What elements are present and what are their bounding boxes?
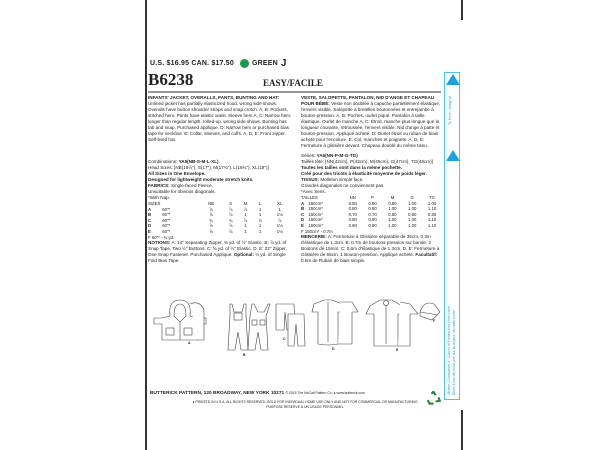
rights-notice: ● PRINTED IN U.S.A. ALL RIGHTS RESERVED.…: [192, 400, 418, 409]
difficulty: EASY/FACILE: [263, 78, 323, 88]
publisher-line: BUTTERICK PATTERN, 120 BROADWAY, NEW YOR…: [150, 391, 365, 396]
gauge-stretch: Stretch (Crosswise) 4" (10cm) of Folded …: [447, 305, 451, 395]
bunting-d-illustration: [311, 299, 359, 346]
arrow-up-icon: [446, 150, 460, 161]
stretch-gauge: To Here / Jusqu'ici Stretch (Crosswise) …: [444, 72, 460, 400]
label-b: B: [243, 353, 246, 357]
gauge-to-here: To Here / Jusqu'ici: [448, 95, 452, 125]
color-dot-icon: [239, 59, 249, 68]
gauge-stretch-fr: Étirer 10cm de tricot plié sur la largeu…: [452, 310, 456, 395]
page-border-left: [145, 0, 147, 450]
header-rule: [148, 91, 441, 93]
page-border-right-bottom: [461, 410, 463, 450]
bunting-e-illustration: [365, 299, 419, 347]
french-column: VESTE, SALOPETTE, PANTALON, NID D'ANGE E…: [301, 95, 442, 264]
color-label: GREEN: [251, 60, 278, 67]
code-letter: J: [280, 58, 287, 69]
label-c: C: [283, 337, 286, 341]
pattern-number: B6238: [148, 70, 194, 89]
table-row: F 60"* - ¾ yd.: [148, 234, 175, 240]
pants-c-illustration: [275, 303, 306, 347]
description-fr: VESTE, SALOPETTE, PANTALON, NID D'ANGE E…: [301, 95, 441, 148]
overalls-b-illustration: [227, 303, 271, 351]
label-a: A: [188, 341, 191, 345]
label-e: E: [396, 348, 399, 352]
label-f: F: [433, 319, 436, 323]
garment-illustrations: A B C D E F: [153, 299, 441, 357]
arrow-up-icon: [446, 74, 460, 85]
jacket-a-illustration: [153, 299, 207, 341]
recycle-icon: [426, 391, 441, 405]
description: INFANTS' JACKET, OVERALLS, PANTS, BUNTIN…: [148, 95, 292, 142]
label-d: D: [332, 347, 335, 351]
hat-f-illustration: [419, 302, 441, 321]
price: U.S. $16.95 CAN. $17.50: [150, 60, 234, 67]
table-row: F 150cm* - 0.7m: [301, 228, 333, 234]
page-border-right-top: [461, 0, 463, 20]
english-column: INFANTS' JACKET, OVERALLS, PANTS, BUNTIN…: [148, 95, 292, 264]
price-line: U.S. $16.95 CAN. $17.50 GREEN J: [150, 58, 287, 69]
